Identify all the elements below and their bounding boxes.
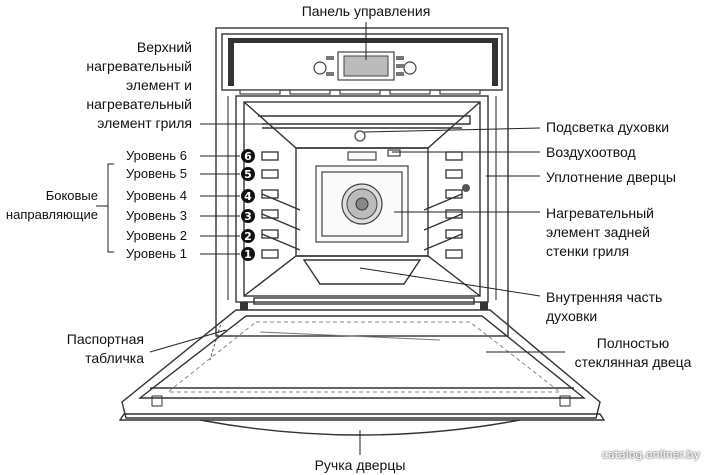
left-hinge — [240, 302, 248, 310]
label-oven-interior-line-2: духовки — [546, 308, 598, 324]
level-marker-5: 5 — [241, 167, 255, 181]
label-glass-door: Полностью стеклянная двеца — [560, 334, 706, 372]
top-heater — [258, 115, 471, 129]
label-rear-heater-line-3: стенки гриля — [546, 243, 630, 259]
control-panel — [313, 51, 417, 81]
label-rating-plate-line-1: Паспортная — [66, 331, 144, 347]
level-number-5: 5 — [244, 168, 252, 181]
label-oven-light: Подсветка духовки — [546, 119, 670, 135]
label-control-panel: Панель управления — [301, 3, 431, 19]
oven-door — [118, 309, 606, 436]
callout-lines — [96, 22, 565, 455]
label-level-1: Уровень 1 — [126, 246, 187, 261]
level-marker-3: 3 — [241, 209, 255, 223]
right-side-guides — [423, 151, 470, 259]
label-top-heater-line-1: Верхний — [136, 39, 192, 55]
vent-slots — [239, 89, 481, 95]
oven-light-and-vent — [347, 130, 401, 161]
level-number-1: 1 — [244, 248, 252, 261]
label-level-6: Уровень 6 — [126, 148, 187, 163]
label-door-seal: Уплотнение дверцы — [546, 169, 676, 185]
level-number-2: 2 — [244, 230, 252, 243]
door-seal — [227, 96, 497, 300]
label-level-5: Уровень 5 — [126, 166, 187, 181]
label-glass-door-line-2: стеклянная двеца — [574, 354, 692, 370]
level-marker-1: 1 — [241, 247, 255, 261]
watermark: catalog.onliner.by — [601, 448, 700, 461]
level-marker-4: 4 — [241, 189, 255, 203]
label-rear-heater-line-2: элемент задней — [546, 224, 650, 240]
level-marker-2: 2 — [241, 229, 255, 243]
label-top-heater-line-2: нагревательный — [86, 58, 192, 74]
level-number-4: 4 — [244, 190, 252, 203]
label-glass-door-line-1: Полностью — [596, 335, 670, 351]
label-door-handle: Ручка дверцы — [314, 457, 406, 473]
level-number-6: 6 — [244, 150, 252, 163]
label-rating-plate-line-2: табличка — [85, 350, 144, 366]
label-oven-interior-line-1: Внутренняя часть — [546, 289, 663, 305]
label-top-heater-line-3: элемент и — [125, 77, 192, 93]
bottom-heater — [253, 259, 475, 305]
label-top-heater-line-5: элемент гриля — [97, 115, 192, 131]
level-number-3: 3 — [244, 210, 252, 223]
right-hinge — [480, 302, 488, 310]
level-markers: 6 5 4 3 2 1 — [241, 149, 255, 261]
level-marker-6: 6 — [241, 149, 255, 163]
label-top-heater: Верхний нагревательный элемент и нагрева… — [20, 38, 192, 133]
left-side-guides — [261, 151, 301, 259]
label-level-3: Уровень 3 — [126, 208, 187, 223]
label-side-guides-line-2: направляющие — [5, 207, 98, 222]
label-top-heater-line-4: нагревательный — [86, 96, 192, 112]
label-level-2: Уровень 2 — [126, 228, 187, 243]
label-level-4: Уровень 4 — [126, 188, 187, 203]
label-side-guides-line-1: Боковые — [45, 188, 98, 203]
label-oven-interior: Внутренняя часть духовки — [546, 288, 662, 326]
label-vent: Воздухоотвод — [546, 144, 636, 160]
label-rating-plate: Паспортная табличка — [20, 330, 144, 368]
label-side-guides: Боковые направляющие — [0, 186, 98, 224]
label-rear-heater-line-1: Нагревательный — [546, 205, 654, 221]
label-rear-heater: Нагревательный элемент задней стенки гри… — [546, 204, 654, 261]
rear-fan — [315, 165, 409, 243]
